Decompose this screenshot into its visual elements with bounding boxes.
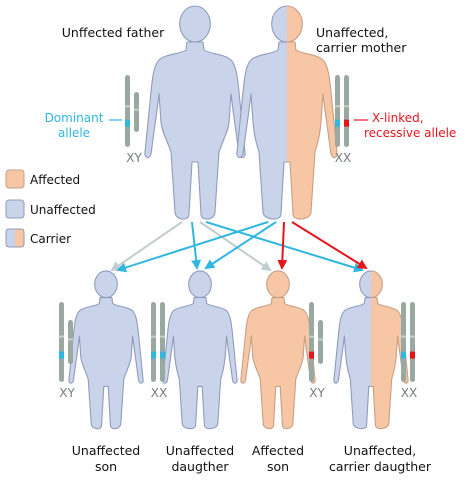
mother-figure xyxy=(236,5,338,220)
dominant-allele-band xyxy=(59,351,64,359)
child1-unaffected-son-figure xyxy=(68,270,144,430)
child2-label-line1: Unaffected xyxy=(166,443,234,458)
father-y-chromosome xyxy=(134,92,139,132)
child2-x-chromosome-2 xyxy=(160,302,165,382)
recessive-allele-callout: X-linked, recessive allele xyxy=(354,111,456,140)
child3-y-chromosome xyxy=(318,320,323,364)
recessive-allele-band xyxy=(344,119,349,127)
child4-x-chromosome-2 xyxy=(410,302,415,382)
inheritance-arrows xyxy=(110,221,368,273)
recessive-allele-band xyxy=(410,351,415,359)
child4-label-line1: Unaffected, xyxy=(344,443,416,458)
arrow-mother-x-to-daughter2 xyxy=(204,221,277,270)
child1-x-chromosome xyxy=(59,302,64,382)
child4-carrier-daughter-figure xyxy=(333,270,409,430)
father-label: Unffected father xyxy=(62,25,165,40)
child1-label-line1: Unaffected xyxy=(72,443,140,458)
recessive-allele-label-line1: X-linked, xyxy=(372,111,424,125)
dominant-allele-band xyxy=(125,119,130,127)
mother-x-chromosome-2 xyxy=(344,75,349,147)
dominant-allele-band xyxy=(335,119,340,127)
dominant-allele-label-line2: allele xyxy=(58,126,90,140)
child4-label-line2: carrier daugther xyxy=(329,459,432,474)
child4-karyotype-label: XX xyxy=(401,386,417,400)
legend-label-unaffected: Unaffected xyxy=(30,203,96,217)
legend-label-carrier: Carrier xyxy=(30,232,71,246)
father-karyotype-label: XY xyxy=(126,151,142,165)
child3-karyotype-label: XY xyxy=(309,386,325,400)
dominant-allele-callout: Dominant allele xyxy=(45,111,122,140)
arrow-father-x-to-daughter4 xyxy=(205,221,364,273)
arrow-mother-xr-to-daughter4 xyxy=(291,221,368,270)
dominant-allele-band xyxy=(401,351,406,359)
father-figure xyxy=(144,5,246,220)
legend-swatch-affected xyxy=(5,169,25,189)
arrow-father-y-to-son3 xyxy=(199,221,272,272)
dominant-allele-label-line1: Dominant xyxy=(45,111,104,125)
child2-unaffected-daughter-figure xyxy=(162,270,238,430)
legend: Affected Unaffected Carrier xyxy=(5,169,96,248)
arrow-father-y-to-son1 xyxy=(110,221,183,272)
recessive-allele-band xyxy=(309,351,314,359)
child3-x-chromosome xyxy=(309,302,314,382)
dominant-allele-band xyxy=(151,351,156,359)
mother-label-line2: carrier mother xyxy=(316,40,407,55)
mother-karyotype-label: XX xyxy=(335,151,351,165)
chromosomes xyxy=(59,75,415,382)
child4-x-chromosome-1 xyxy=(401,302,406,382)
arrow-mother-xr-to-son3 xyxy=(277,221,288,270)
child2-x-chromosome-1 xyxy=(151,302,156,382)
mother-x-chromosome-1 xyxy=(335,75,340,147)
child3-label-line1: Affected xyxy=(252,443,304,458)
people xyxy=(68,5,409,430)
mother-label-line1: Unaffected, xyxy=(316,25,388,40)
legend-swatch-carrier xyxy=(5,228,25,248)
recessive-allele-label-line2: recessive allele xyxy=(364,126,456,140)
child1-karyotype-label: XY xyxy=(59,386,75,400)
child3-affected-son-figure xyxy=(240,270,316,430)
legend-swatch-unaffected xyxy=(5,199,25,219)
arrow-mother-x-to-son1 xyxy=(116,221,269,273)
child3-label-line2: son xyxy=(267,459,289,474)
child1-y-chromosome xyxy=(68,320,73,364)
father-x-chromosome xyxy=(125,75,130,147)
dominant-allele-band xyxy=(160,351,165,359)
child2-label-line2: daugther xyxy=(171,459,229,474)
child2-karyotype-label: XX xyxy=(151,386,167,400)
legend-label-affected: Affected xyxy=(30,173,80,187)
child1-label-line2: son xyxy=(95,459,117,474)
